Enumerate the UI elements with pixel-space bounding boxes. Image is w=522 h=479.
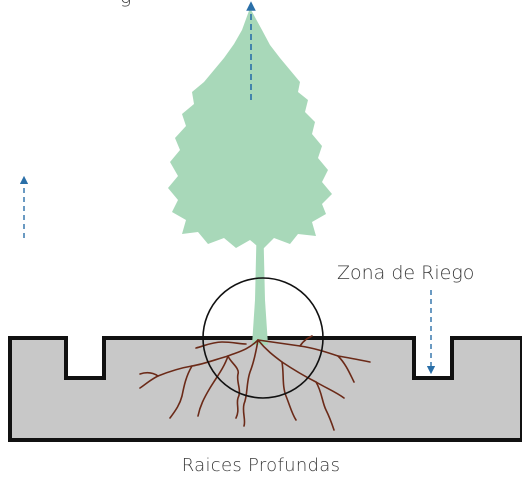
zona-riego-label: Zona de Riego <box>337 262 475 284</box>
top-label-partial: g <box>120 0 132 8</box>
soil-profile <box>8 336 522 442</box>
tree-canopy <box>168 8 332 250</box>
raices-profundas-label: Raices Profundas <box>181 455 341 476</box>
tree-trunk <box>252 215 268 345</box>
roots <box>139 335 371 431</box>
irrigation-zone-circle <box>202 277 324 399</box>
